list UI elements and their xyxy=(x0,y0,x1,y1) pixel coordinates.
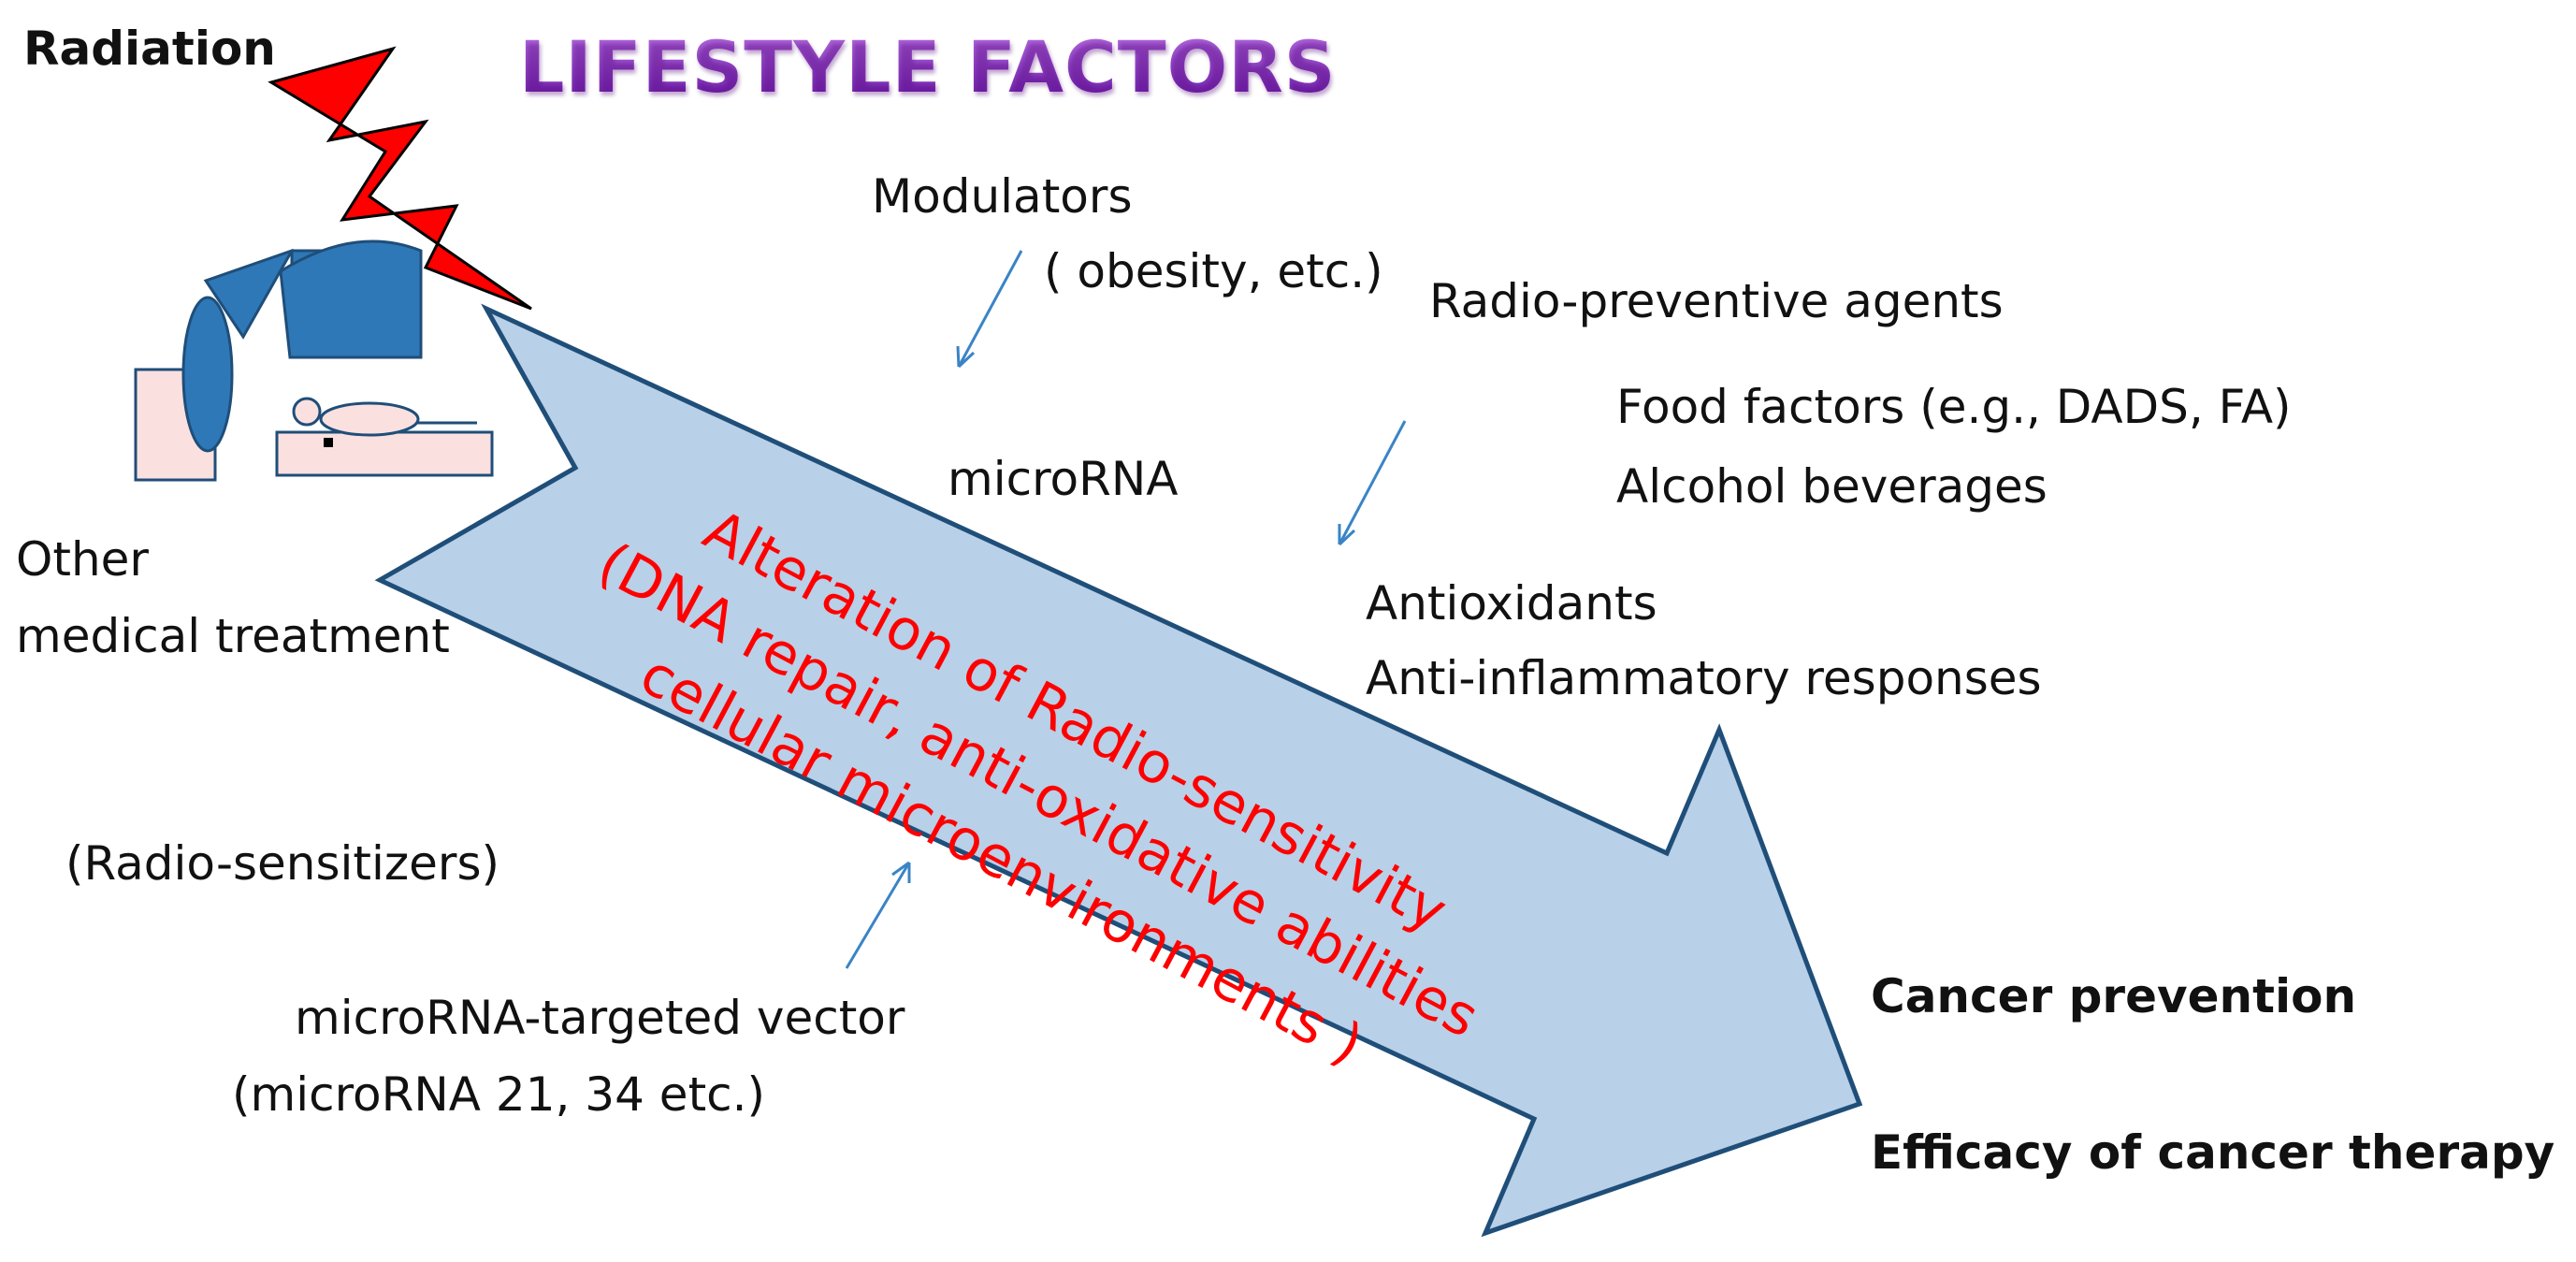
obesity-label: ( obesity, etc.) xyxy=(1044,244,1383,298)
main-arrow xyxy=(374,303,1863,1238)
patient-body xyxy=(319,401,420,437)
efficacy-label: Efficacy of cancer therapy xyxy=(1871,1125,2555,1180)
antioxidants-label: Antioxidants xyxy=(1366,576,1657,631)
radio-preventive-arrow xyxy=(1338,420,1407,546)
vector-arrow xyxy=(845,861,911,969)
alcohol-label: Alcohol beverages xyxy=(1616,459,2048,514)
other-label: Other xyxy=(16,532,149,587)
vector-examples-label: (microRNA 21, 34 etc.) xyxy=(232,1067,766,1122)
treatment-table xyxy=(275,430,494,477)
modulator-arrow xyxy=(956,250,1023,369)
gantry-head xyxy=(181,296,234,453)
radio-preventive-label: Radio-preventive agents xyxy=(1429,274,2004,328)
food-factors-label: Food factors (e.g., DADS, FA) xyxy=(1616,380,2292,434)
modulators-label: Modulators xyxy=(872,169,1133,224)
diagram-title: LIFESTYLE FACTORS xyxy=(519,25,1337,109)
cancer-prevention-label: Cancer prevention xyxy=(1871,969,2357,1023)
vector-label: microRNA-targeted vector xyxy=(295,991,905,1045)
gantry-top xyxy=(279,239,423,359)
radiation-therapy-machine-icon xyxy=(134,239,494,482)
anti-inflammatory-label: Anti-inflammatory responses xyxy=(1366,651,2042,705)
radiation-label: Radiation xyxy=(23,22,276,76)
patient-head xyxy=(292,397,322,427)
radio-sensitizers-label: (Radio-sensitizers) xyxy=(65,836,500,891)
microrna-label: microRNA xyxy=(948,452,1179,506)
medical-treatment-label: medical treatment xyxy=(16,609,450,663)
lightning-bolt-icon xyxy=(268,46,532,311)
